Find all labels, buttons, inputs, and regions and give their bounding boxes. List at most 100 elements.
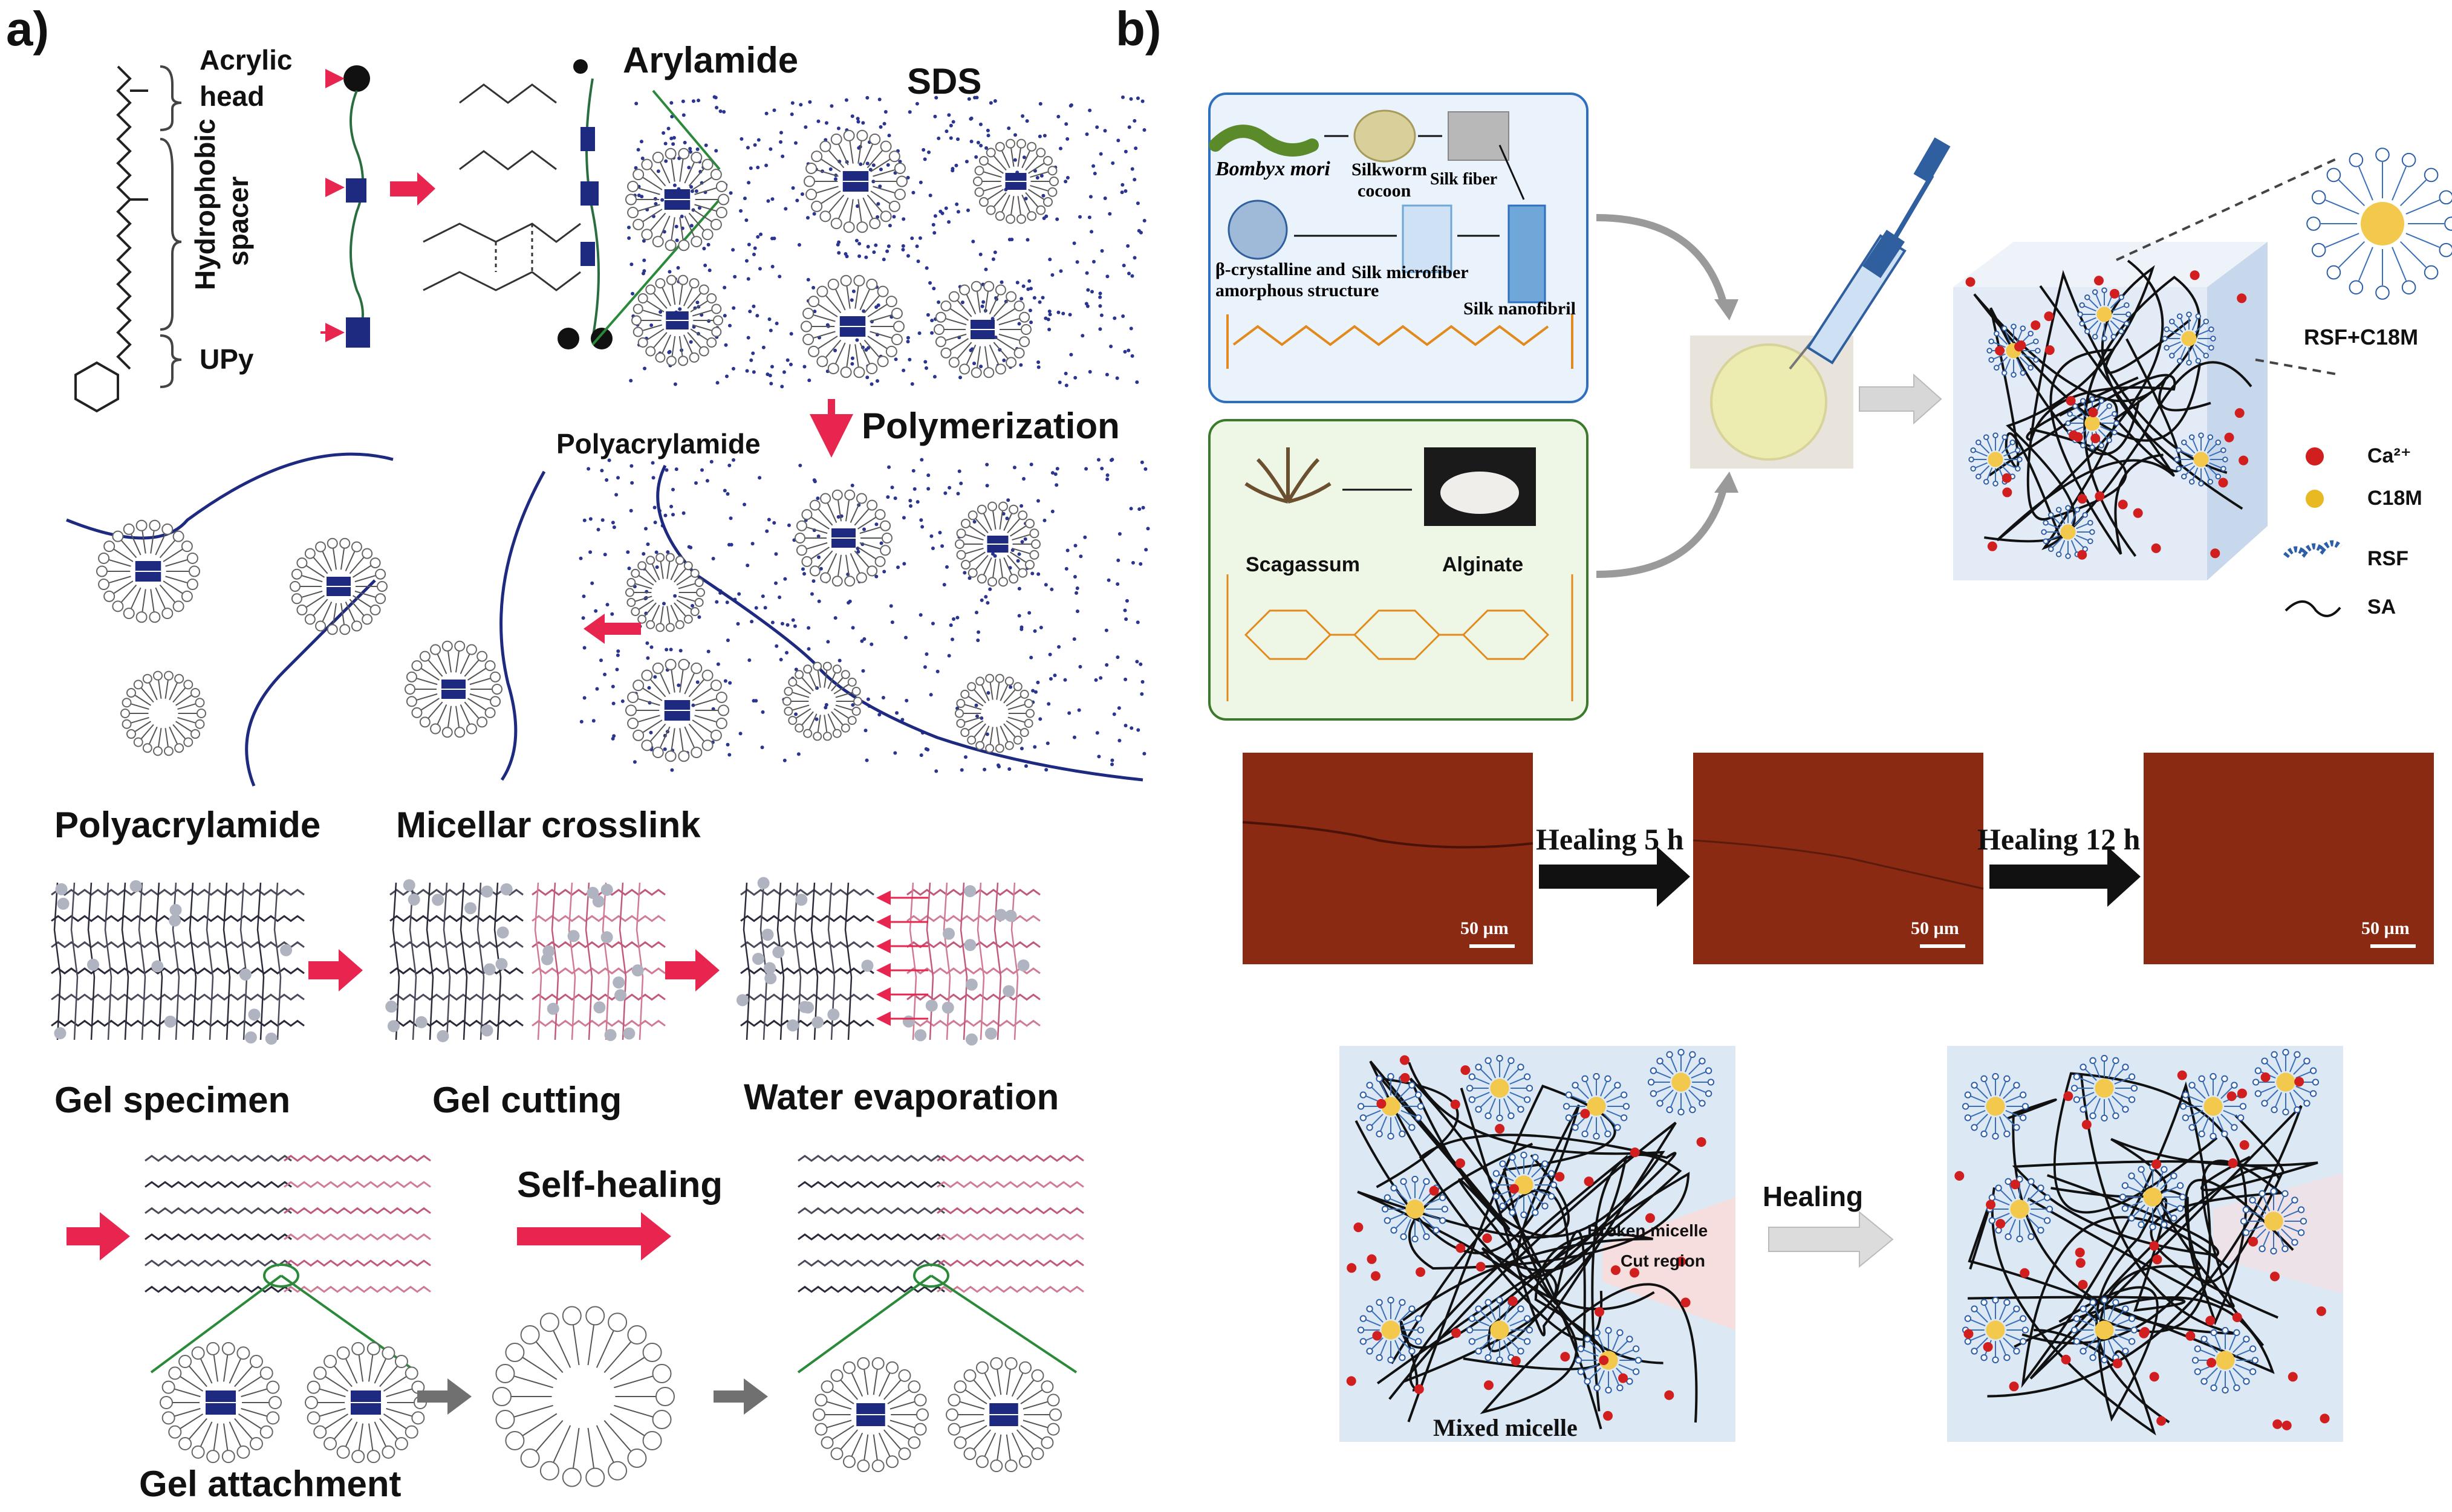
surfactant-dot [929, 693, 933, 697]
surfactant-dot [747, 181, 751, 185]
crystalline-label-2: amorphous structure [1215, 281, 1379, 300]
surfactant-dot [611, 736, 615, 741]
surfactant-dot [596, 528, 600, 532]
surfactant-dot [1098, 295, 1102, 299]
surfactant-dot [1107, 578, 1111, 582]
surfactant-dot [627, 566, 631, 571]
ca-ion [2234, 408, 2245, 418]
silk-to-mix-arrow [1596, 214, 1727, 303]
surfactant-dot [715, 105, 719, 109]
surfactant-dot [1069, 352, 1073, 357]
surfactant-dot [949, 623, 953, 628]
surfactant-dot [716, 662, 720, 666]
surfactant-dot [1009, 685, 1013, 689]
surfactant-dot [951, 637, 955, 641]
ca-ion [1987, 541, 1997, 551]
surfactant-dot [862, 637, 867, 641]
surfactant-dot [1029, 655, 1033, 660]
surfactant-dot [984, 595, 988, 599]
surfactant-dot [806, 277, 810, 282]
surfactant-dot [1025, 119, 1029, 123]
surfactant-dot [627, 226, 631, 230]
surfactant-dot [1005, 516, 1009, 521]
surfactant-dot [1098, 304, 1102, 308]
surfactant-dot [1120, 190, 1124, 195]
surfactant-dot [800, 192, 804, 196]
surfactant-dot [637, 193, 641, 198]
surfactant-dot [920, 458, 924, 462]
surfactant-dot [594, 609, 598, 613]
micrograph-row: 50 µm 50 µm 50 µm Healing 5 h Healing 12… [1242, 753, 2434, 964]
surfactant-dot [774, 552, 778, 556]
surfactant-dot [676, 265, 680, 270]
process-arrow [665, 949, 720, 991]
sds-micelle [946, 1357, 1062, 1473]
surfactant-dot [758, 267, 762, 271]
surfactant-dot [744, 218, 749, 222]
surfactant-dot [614, 493, 619, 497]
surfactant-dot [901, 248, 905, 252]
guide-line [652, 89, 721, 170]
surfactant-dot [1047, 309, 1052, 313]
ca-ion [2009, 1381, 2019, 1392]
surfactant-dot [644, 527, 648, 531]
ca-ion [2205, 1316, 2216, 1326]
surfactant-dot [1063, 678, 1067, 682]
surfactant-dot [582, 696, 587, 700]
zoom-line-2 [2255, 359, 2341, 376]
surfactant-dot [706, 649, 711, 654]
surfactant-dot [653, 521, 657, 525]
healing-12h-label: Healing 12 h [1977, 822, 2141, 856]
surfactant-dot [1116, 582, 1120, 586]
surfactant-dot [646, 656, 650, 660]
surfactant-dot [904, 635, 908, 640]
surfactant-dot [975, 611, 979, 615]
ca-ion [1370, 1271, 1380, 1281]
surfactant-dot [870, 382, 874, 386]
surfactant-dot [769, 147, 773, 151]
surfactant-dot [901, 244, 905, 248]
surfactant-dot [1036, 572, 1041, 576]
surfactant-dot [746, 277, 750, 281]
surfactant-dot [629, 378, 633, 383]
surfactant-dot [774, 581, 778, 585]
surfactant-dot [824, 121, 828, 125]
surfactant-dot [1068, 313, 1072, 317]
surfactant-dot [910, 382, 914, 386]
surfactant-dot [837, 658, 842, 663]
surfactant-dot [864, 255, 868, 259]
surfactant-dot [1042, 518, 1047, 522]
surfactant-dot [932, 231, 937, 235]
surfactant-dot [923, 157, 927, 161]
surfactant-dot [1088, 370, 1092, 374]
surfactant-dot [981, 300, 986, 304]
surfactant-dot [746, 336, 750, 340]
surfactant-dot [642, 258, 646, 262]
rsf-micelle [1357, 1072, 1425, 1140]
surfactant-dot [1012, 466, 1016, 470]
ca-ion [2320, 1413, 2330, 1424]
ca-ion [1399, 1055, 1410, 1065]
rsf-micelle [2077, 287, 2132, 342]
ca-ion [2061, 1354, 2071, 1364]
sds-micelle [813, 1357, 929, 1473]
surfactant-dot [1049, 677, 1053, 681]
surfactant-dot [816, 496, 820, 501]
surfactant-dot [1086, 288, 1090, 292]
surfactant-dot [812, 212, 816, 216]
surfactant-dot [1094, 678, 1098, 682]
surfactant-dot [599, 658, 603, 663]
surfactant-dot [898, 160, 902, 164]
surfactant-dot [879, 541, 883, 545]
alginate-label: Alginate [1442, 553, 1523, 576]
surfactant-dot [890, 485, 894, 490]
sds-micelle [305, 1342, 427, 1464]
ca-ion [1460, 1065, 1471, 1076]
polyacrylamide-small-label: Polyacrylamide [556, 428, 761, 459]
polymer-chain [656, 464, 1143, 782]
surfactant-dot [782, 758, 787, 762]
sds-micelle [290, 537, 388, 635]
surfactant-dot [690, 189, 694, 193]
surfactant-dot [1129, 97, 1133, 101]
surfactant-dot [629, 262, 634, 267]
